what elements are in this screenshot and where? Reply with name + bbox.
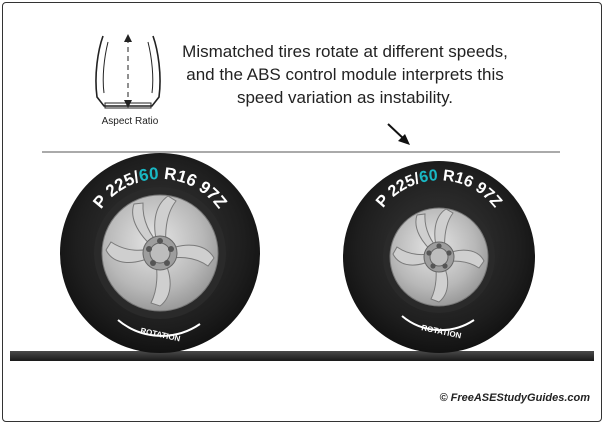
caption-line-3: speed variation as instability. xyxy=(236,88,454,107)
road-surface xyxy=(10,351,594,361)
caption-line-2: and the ABS control module interprets th… xyxy=(186,65,504,84)
tire-right: P 225/60 R16 97Z ROTATION xyxy=(343,161,535,353)
tire-left-aspect-value: 60 xyxy=(137,164,159,186)
aspect-ratio-label: Aspect Ratio xyxy=(101,116,159,127)
copyright-credit: © FreeASEStudyGuides.com xyxy=(439,392,590,404)
tire-right-aspect-value: 60 xyxy=(418,167,439,186)
caption-line-1: Mismatched tires rotate at different spe… xyxy=(182,42,508,61)
aspect-ratio-icon xyxy=(95,34,161,109)
tire-left: P 225/60 R16 97Z ROTATION xyxy=(60,153,260,353)
pointer-arrow xyxy=(387,123,410,145)
caption-text: Mismatched tires rotate at different spe… xyxy=(170,40,520,109)
